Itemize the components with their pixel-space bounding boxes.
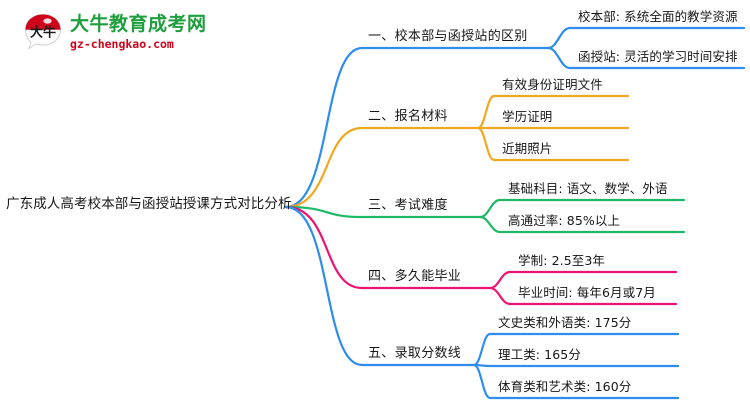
mindmap-branch-node-4[interactable]: 四、多久能毕业 xyxy=(368,269,462,284)
site-logo[interactable]: 大牛 大牛教育成考网 gz-chengkao.com xyxy=(22,10,222,60)
logo-brand-url: gz-chengkao.com xyxy=(70,37,174,51)
mindmap-leaf-node-2-1[interactable]: 有效身份证明文件 xyxy=(502,77,603,92)
mindmap-leaf-node-1-2[interactable]: 函授站: 灵活的学习时间安排 xyxy=(578,49,738,64)
mindmap-branch-node-5[interactable]: 五、录取分数线 xyxy=(368,346,462,361)
mindmap-leaf-node-5-2[interactable]: 理工类: 165分 xyxy=(498,347,581,362)
mindmap-branch-node-1[interactable]: 一、校本部与函授站的区别 xyxy=(368,29,528,44)
svg-text:大牛: 大牛 xyxy=(30,25,56,41)
mindmap-leaf-node-5-1[interactable]: 文史类和外语类: 175分 xyxy=(498,315,632,330)
mindmap-leaf-node-3-2[interactable]: 高通过率: 85%以上 xyxy=(508,213,621,228)
mindmap-leaf-node-4-2[interactable]: 毕业时间: 每年6月或7月 xyxy=(518,285,656,300)
mindmap-leaf-node-2-3[interactable]: 近期照片 xyxy=(502,141,553,156)
logo-brand-cn: 大牛教育成考网 xyxy=(70,13,207,35)
mindmap-branch-node-3[interactable]: 三、考试难度 xyxy=(368,198,448,213)
mindmap-branch-node-2[interactable]: 二、报名材料 xyxy=(368,109,448,124)
mindmap-leaf-node-2-2[interactable]: 学历证明 xyxy=(502,109,553,124)
mindmap-leaf-node-5-3[interactable]: 体育类和艺术类: 160分 xyxy=(498,379,632,394)
logo-mark-icon: 大牛 xyxy=(24,13,62,50)
mindmap-root-node[interactable]: 广东成人高考校本部与函授站授课方式对比分析 xyxy=(6,196,292,212)
mindmap-leaf-node-3-1[interactable]: 基础科目: 语文、数学、外语 xyxy=(508,181,668,196)
mindmap-leaf-node-1-1[interactable]: 校本部: 系统全面的教学资源 xyxy=(578,9,738,24)
mindmap-leaf-node-4-1[interactable]: 学制: 2.5至3年 xyxy=(518,253,606,268)
